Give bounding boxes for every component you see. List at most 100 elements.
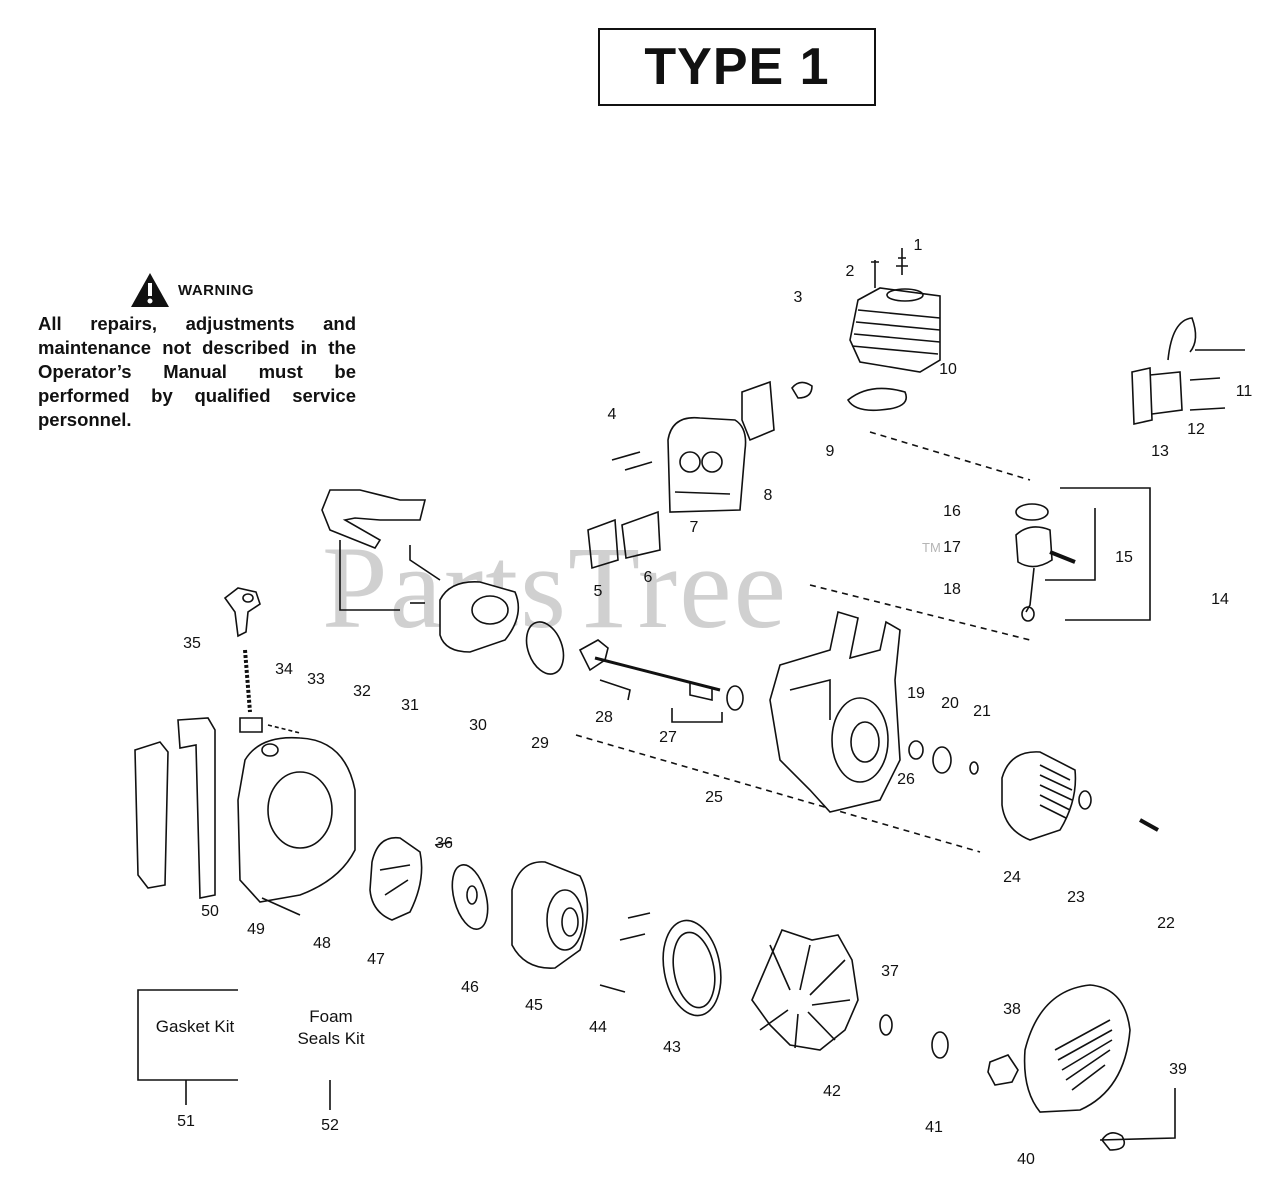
part-number: 9 <box>825 443 835 460</box>
part-number: 11 <box>1235 383 1253 400</box>
part-number: 43 <box>663 1039 681 1056</box>
muffler-drawing <box>667 416 747 513</box>
fan-cover-drawing <box>1023 984 1131 1113</box>
part-number: 32 <box>353 683 371 700</box>
part-number: 26 <box>897 771 915 788</box>
o-ring-drawing <box>525 621 565 675</box>
gear-drawing <box>879 1014 893 1036</box>
cylinder-drawing <box>849 287 941 373</box>
impeller-drawing <box>751 929 859 1051</box>
bracket-15 <box>1045 508 1096 581</box>
starter-housing-drawing <box>511 861 589 969</box>
bearing-drawing <box>932 746 952 774</box>
part-number: 15 <box>1115 549 1133 566</box>
nut-drawing <box>987 1054 1019 1086</box>
part-number: 31 <box>401 697 419 714</box>
foam-seals-kit-label: Foam Seals Kit <box>297 1007 365 1048</box>
part-number: 50 <box>201 903 219 920</box>
part-number: 38 <box>1003 1001 1021 1018</box>
part-number: 16 <box>943 503 961 520</box>
bracket-27 <box>671 708 723 723</box>
gasket-kit-label: Gasket Kit <box>155 1017 235 1036</box>
washer-drawing <box>451 864 489 930</box>
part-number: 22 <box>1157 915 1175 932</box>
fan-housing-drawing <box>237 736 356 916</box>
part-number: 1 <box>913 237 923 254</box>
part-number: 28 <box>595 709 613 726</box>
part-number: 13 <box>1151 443 1169 460</box>
part-number: 24 <box>1003 869 1021 886</box>
part-number: 47 <box>367 951 385 968</box>
part-number: 2 <box>845 263 855 280</box>
foam-seal-drawing <box>134 717 216 899</box>
cylinder-screw-drawing <box>871 260 879 288</box>
dashed-leader-18 <box>809 584 1031 641</box>
washer-hole <box>466 885 478 905</box>
part-number: 19 <box>907 685 925 702</box>
key-tool-drawing <box>223 587 263 733</box>
part-number: 18 <box>943 581 961 598</box>
part-number: 48 <box>313 935 331 952</box>
bracket-14 <box>1060 487 1151 621</box>
kit-leaders <box>185 1080 331 1110</box>
filter-leaders <box>339 540 441 611</box>
part-number: 42 <box>823 1083 841 1100</box>
part-number: 25 <box>705 789 723 806</box>
part-number: 35 <box>183 635 201 652</box>
part-number: 29 <box>531 735 549 752</box>
starter-pulley-drawing <box>369 836 453 921</box>
part-number: 12 <box>1187 421 1205 438</box>
part-number: 5 <box>593 583 603 600</box>
part-number: 34 <box>275 661 293 678</box>
warning-text: All repairs, adjustments and maintenance… <box>38 313 356 430</box>
watermark-trademark: TM <box>922 540 941 555</box>
part-number: 23 <box>1067 889 1085 906</box>
part-number: 41 <box>925 1119 943 1136</box>
crankshaft-drawing <box>578 639 744 711</box>
part-number: 20 <box>941 695 959 712</box>
part-number: 44 <box>589 1019 607 1036</box>
part-number: 33 <box>307 671 325 688</box>
crankcase-drawing <box>769 610 901 813</box>
dashed-leader-25 <box>575 734 981 853</box>
dashed-leader-33 <box>267 724 301 734</box>
fan-ring-drawing <box>662 919 722 1017</box>
part-number: 7 <box>689 519 699 536</box>
seal-drawing <box>908 740 924 760</box>
part-number: 37 <box>881 963 899 980</box>
pin-drawing <box>1139 818 1159 832</box>
carburetor-adaptor-drawing <box>410 581 520 653</box>
spark-plug-drawing <box>896 248 908 275</box>
part-number: 39 <box>1169 1061 1187 1078</box>
part-number: 36 <box>435 835 453 852</box>
part-number: 3 <box>793 289 803 306</box>
type-title: TYPE 1 <box>644 38 830 96</box>
part-number: 10 <box>939 361 957 378</box>
part-number: 49 <box>247 921 265 938</box>
filter-frame-drawing <box>321 489 427 549</box>
part-number: 8 <box>763 487 773 504</box>
screws-drawing <box>599 912 651 993</box>
part-number: 30 <box>469 717 487 734</box>
cylinder-gasket-drawing <box>846 387 907 412</box>
part-number: 21 <box>973 703 991 720</box>
muffler-screws-drawing <box>611 451 653 471</box>
part-number: 17 <box>943 539 961 556</box>
type-title-box: TYPE 1 <box>598 28 876 106</box>
part-number: 51 <box>177 1113 195 1130</box>
dashed-leader <box>869 431 1031 481</box>
heat-shield-drawing <box>741 380 775 442</box>
key-drawing <box>969 761 979 775</box>
part-number: 4 <box>607 406 617 423</box>
gasket-kit-bracket <box>137 989 238 1081</box>
clip-drawing <box>791 381 813 399</box>
part-number: 52 <box>321 1117 339 1134</box>
part-number: 46 <box>461 979 479 996</box>
part-number: 27 <box>659 729 677 746</box>
muffler-gasket-drawing <box>621 510 661 559</box>
warning-header: WARNING <box>130 272 254 308</box>
flywheel-drawing <box>1001 751 1092 841</box>
part-number: 45 <box>525 997 543 1014</box>
leader-39 <box>1099 1088 1176 1141</box>
